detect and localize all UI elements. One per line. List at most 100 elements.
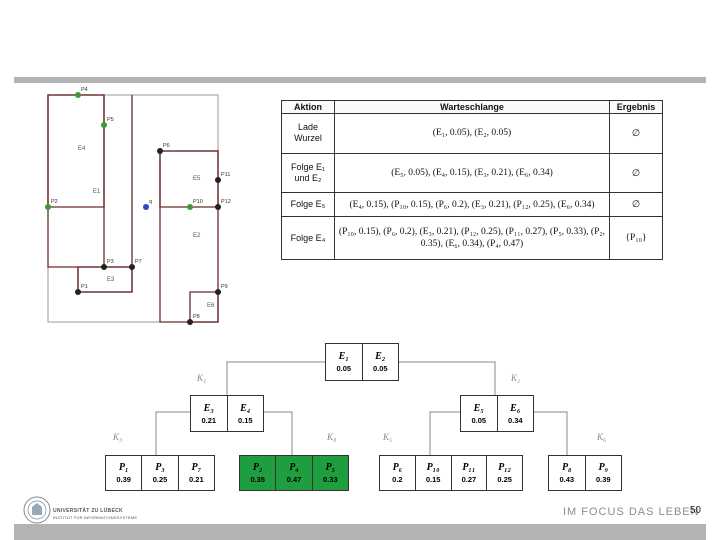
edge-k5 xyxy=(429,411,460,455)
entry-key: E₄ xyxy=(240,402,251,414)
region-label-e1: E1 xyxy=(93,189,101,195)
edge-label-k5: K₅ xyxy=(383,432,393,442)
entry-key: P₁₁ xyxy=(462,462,476,473)
university-seal-icon xyxy=(23,496,51,524)
map-point-label: P5 xyxy=(107,117,114,123)
entry-key: P₄ xyxy=(289,462,299,473)
table-row: Folge E₁ und E₂ (E₅, 0.05), (E₄, 0.15), … xyxy=(281,152,663,194)
region-label-e4: E4 xyxy=(78,146,86,152)
entry-distance: 0.21 xyxy=(189,475,204,484)
map-point-label: P12 xyxy=(221,199,231,205)
region-e4-outline xyxy=(47,94,105,208)
entry-key: P₇ xyxy=(191,462,202,473)
region-label-e6: E6 xyxy=(207,303,215,309)
map-point-label: P7 xyxy=(135,259,142,265)
node-entry: P₅ 0.33 xyxy=(311,456,348,490)
map-point-p6 xyxy=(157,148,163,154)
map-point-label: P6 xyxy=(163,143,170,149)
map-point-p11 xyxy=(215,177,221,183)
logo-line-institute: INSTITUT FÜR INFORMATIONSSYSTEME xyxy=(53,515,138,520)
entry-distance: 0.2 xyxy=(392,475,403,484)
map-point-p4 xyxy=(75,92,81,98)
edge-k3 xyxy=(155,411,190,455)
cell-result: ∅ xyxy=(609,113,663,154)
entry-distance: 0.43 xyxy=(559,475,575,484)
edge-k1 xyxy=(226,361,334,395)
cell-queue: (P₁₀, 0.15), (P₆, 0.2), (E₃, 0.21), (P₁₂… xyxy=(334,216,610,260)
node-entry: P₁₁ 0.27 xyxy=(450,456,487,490)
edge-k2 xyxy=(397,361,496,395)
map-point-p5 xyxy=(101,122,107,128)
map-point-label: q xyxy=(149,199,152,205)
map-point-label: P9 xyxy=(221,284,228,290)
map-point-p12 xyxy=(215,204,221,210)
entry-key: E₂ xyxy=(375,351,386,362)
page-number: 50 xyxy=(689,505,701,516)
node-entry: P₁₀ 0.15 xyxy=(414,456,451,490)
entry-distance: 0.39 xyxy=(116,475,131,484)
region-label-e5: E5 xyxy=(193,176,201,182)
entry-distance: 0.05 xyxy=(372,364,388,373)
entry-distance: 0.35 xyxy=(250,475,265,484)
map-point-p3 xyxy=(101,264,107,270)
map-point-label: P2 xyxy=(51,199,58,205)
region-e3-outline xyxy=(77,266,133,293)
cell-queue: (E₄, 0.15), (P₁₀, 0.15), (P₆, 0.2), (E₃,… xyxy=(334,192,610,218)
map-point-label: P4 xyxy=(81,87,88,93)
region-label-e2: E2 xyxy=(193,233,201,239)
edge-k6 xyxy=(532,411,568,455)
top-divider-bar xyxy=(14,77,706,83)
entry-key: P₁₂ xyxy=(498,462,512,473)
map-point-p2 xyxy=(45,204,51,210)
logo-line-university: UNIVERSITÄT ZU LÜBECK xyxy=(53,508,123,514)
edge-k4 xyxy=(262,411,293,455)
map-point-label: P3 xyxy=(107,259,114,265)
entry-distance: 0.05 xyxy=(336,364,352,373)
entry-key: E₅ xyxy=(473,402,484,414)
map-point-p9 xyxy=(215,289,221,295)
map-point-p7 xyxy=(129,264,135,270)
entry-key: P₈ xyxy=(561,462,572,473)
cell-result: ∅ xyxy=(609,152,663,194)
edge-label-k1: K₁ xyxy=(197,373,207,383)
map-point-q xyxy=(143,204,149,210)
entry-distance: 0.15 xyxy=(425,475,441,484)
node-entry: P₇ 0.21 xyxy=(177,456,214,490)
entry-distance: 0.34 xyxy=(507,415,523,425)
map-point-label: P10 xyxy=(193,199,203,205)
header-warteschlange: Warteschlange xyxy=(334,100,610,114)
entry-key: P₉ xyxy=(598,462,609,473)
edge-label-k2: K₂ xyxy=(511,373,521,383)
edge-label-k3: K₃ xyxy=(113,432,123,442)
entry-key: E₃ xyxy=(203,402,214,414)
entry-key: P₁₀ xyxy=(426,462,440,473)
table-row: Folge E₄ (P₁₀, 0.15), (P₆, 0.2), (E₃, 0.… xyxy=(281,216,663,260)
region-e6-outline xyxy=(189,291,219,323)
map-point-label: P1 xyxy=(81,284,88,290)
entry-distance: 0.33 xyxy=(323,475,338,484)
entry-key: P₅ xyxy=(325,462,336,473)
entry-distance: 0.27 xyxy=(461,475,477,484)
entry-key: P₃ xyxy=(155,462,165,473)
cell-aktion: Folge E₅ xyxy=(281,192,335,218)
table-row: Lade Wurzel (E₁, 0.05), (E₂, 0.05) ∅ xyxy=(281,113,663,154)
entry-distance: 0.21 xyxy=(201,415,217,425)
cell-aktion: Folge E₁ und E₂ xyxy=(281,152,335,194)
